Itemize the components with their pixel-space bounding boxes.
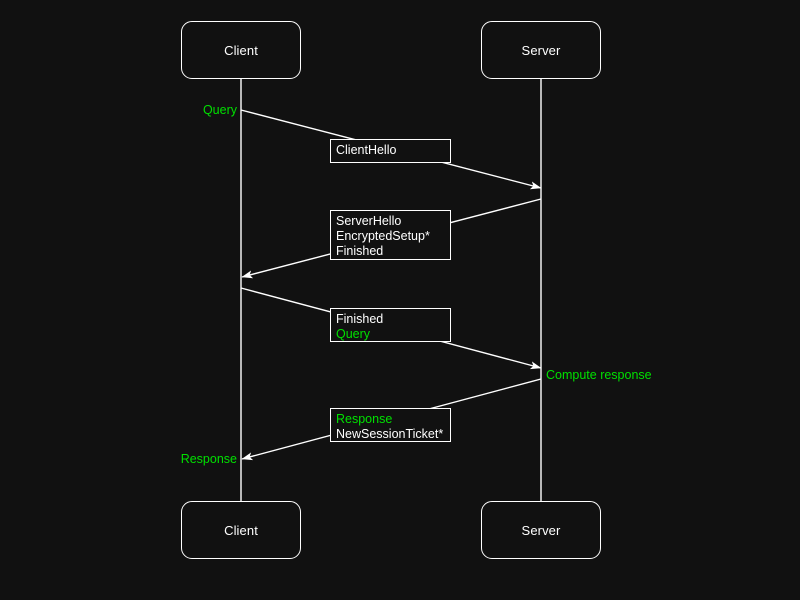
message-box-finished-query[interactable]: Finished Query: [330, 308, 451, 342]
message-line: Response: [336, 412, 393, 426]
message-box-client-hello[interactable]: ClientHello: [330, 139, 451, 163]
message-line: ClientHello: [336, 143, 397, 157]
note-compute-response: Compute response: [546, 368, 652, 382]
actor-box-server-top[interactable]: Server: [481, 21, 601, 79]
note-query: Query: [202, 103, 237, 117]
actor-label-client-bottom: Client: [224, 522, 258, 538]
message-line: EncryptedSetup*: [336, 229, 430, 243]
actor-box-client-top[interactable]: Client: [181, 21, 301, 79]
actor-label-server-top: Server: [521, 42, 561, 58]
actor-label-server-bottom: Server: [521, 522, 561, 538]
message-line: NewSessionTicket*: [336, 427, 444, 441]
actor-box-client-bottom[interactable]: Client: [181, 501, 301, 559]
message-line: Finished: [336, 244, 384, 258]
message-line: Finished: [336, 312, 384, 326]
note-response: Response: [180, 452, 237, 466]
message-line: Query: [336, 327, 371, 341]
message-box-response-ticket[interactable]: Response NewSessionTicket*: [330, 408, 451, 442]
actor-box-server-bottom[interactable]: Server: [481, 501, 601, 559]
actor-label-client-top: Client: [224, 42, 258, 58]
message-line: ServerHello: [336, 214, 402, 228]
message-box-server-hello[interactable]: ServerHello EncryptedSetup* Finished: [330, 210, 451, 260]
